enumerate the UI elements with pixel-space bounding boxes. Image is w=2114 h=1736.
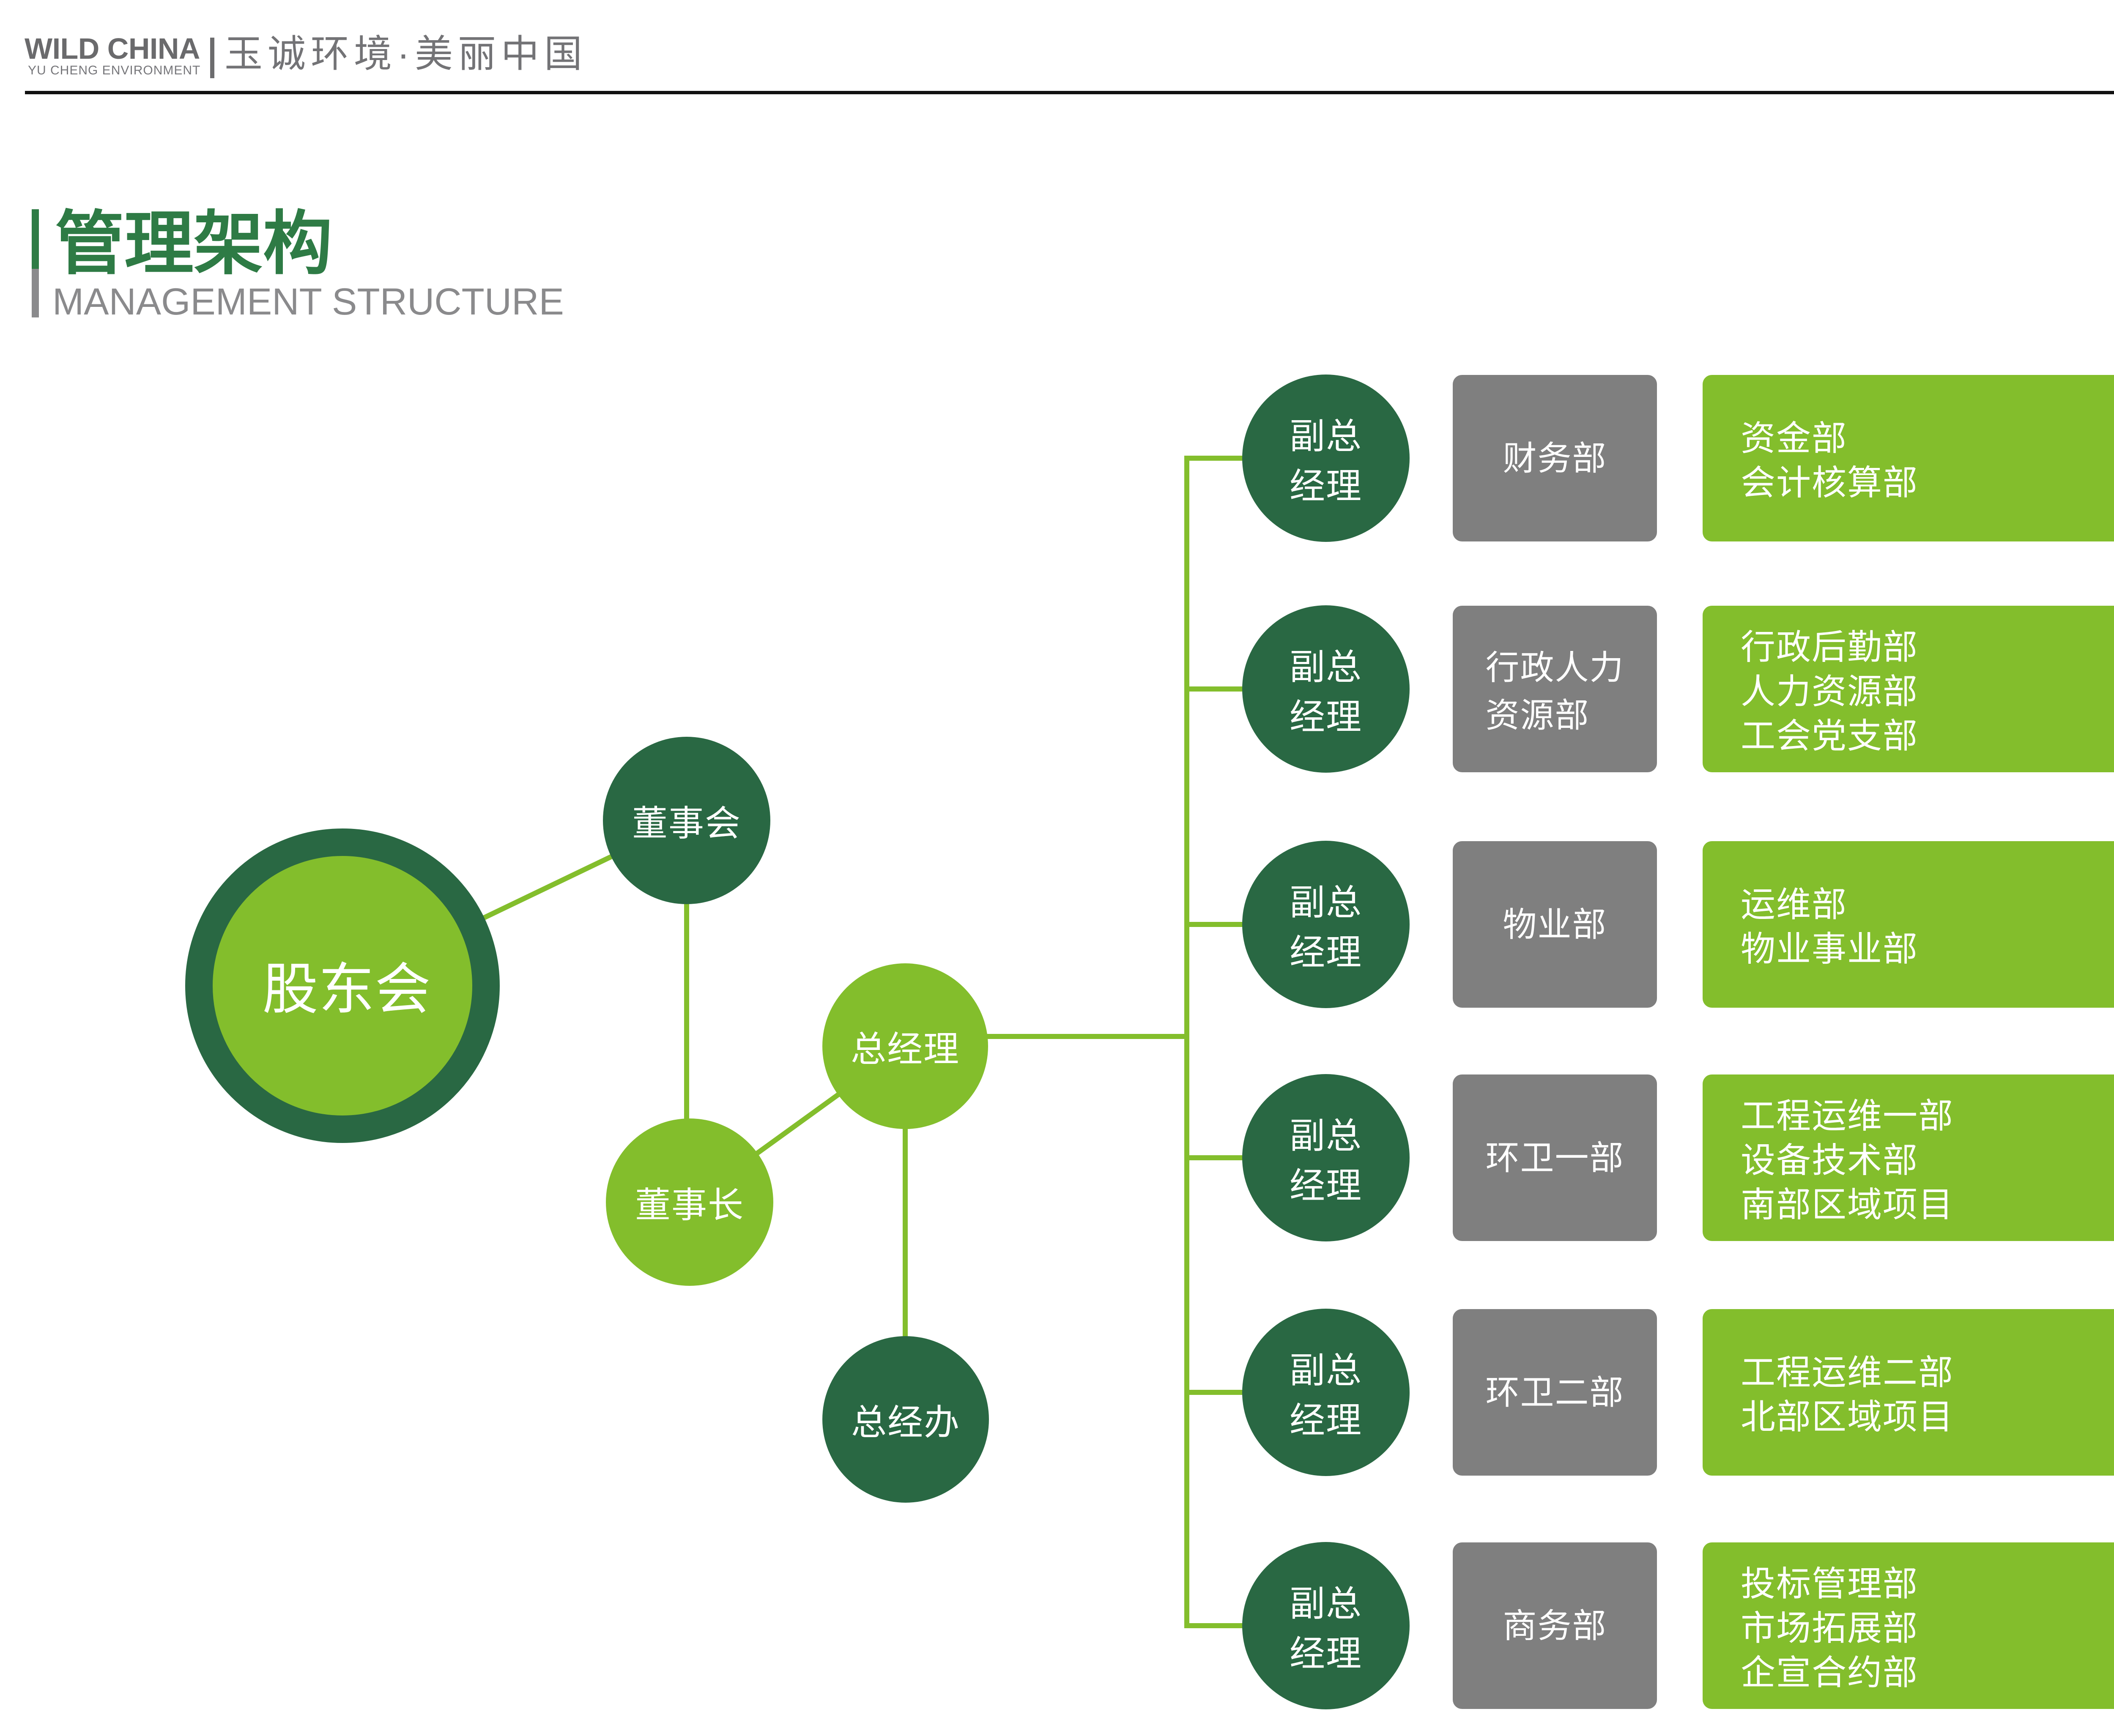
dept-box-finance: 财务部	[1453, 375, 1657, 541]
node-shareholders-label: 股东会	[262, 958, 431, 1020]
sub-dept: 资金部	[1741, 419, 1848, 458]
header-rule	[25, 91, 2114, 94]
dept-box-admin-hr: 行政人力资源部	[1453, 606, 1657, 772]
brand-divider	[210, 38, 214, 78]
node-chairman: 董事长	[606, 1118, 773, 1286]
node-gm-office-label: 总经办	[851, 1402, 960, 1442]
node-vice-gm-1-label: 副总经理	[1289, 416, 1362, 506]
node-vice-gm-5-label: 副总经理	[1289, 1351, 1362, 1440]
node-shareholders: 股东会	[185, 828, 500, 1143]
sub-box-admin-hr: 行政后勤部 人力资源部 工会党支部	[1703, 606, 2114, 772]
dept-box-sanitation-2: 环卫二部	[1453, 1309, 1657, 1476]
node-vice-gm-2: 副总经理	[1242, 605, 1410, 773]
node-vice-gm-5: 副总经理	[1242, 1309, 1410, 1476]
sub-dept: 投标管理部	[1741, 1564, 1919, 1603]
node-vice-gm-4-label: 副总经理	[1289, 1116, 1362, 1206]
node-vice-gm-4: 副总经理	[1242, 1074, 1410, 1241]
node-chairman-label: 董事长	[635, 1185, 744, 1225]
page-subtitle: MANAGEMENT STRUCTURE	[52, 280, 564, 323]
dept-box-sanitation-1-label: 环卫一部	[1485, 1139, 1624, 1177]
node-general-manager-label: 总经理	[850, 1029, 960, 1069]
dept-box-business-label: 商务部	[1503, 1607, 1607, 1645]
sub-dept: 设备技术部	[1741, 1141, 1919, 1180]
node-board: 董事会	[603, 737, 770, 904]
sub-dept: 工会党支部	[1741, 716, 1919, 755]
node-board-label: 董事会	[632, 804, 741, 843]
sub-dept: 运维部	[1741, 886, 1848, 924]
sub-dept: 企宣合约部	[1741, 1653, 1919, 1692]
sub-dept: 南部区域项目	[1741, 1185, 1954, 1224]
brand-logo: WILD CHINA	[25, 32, 200, 65]
title-accent-bar-gray	[32, 269, 39, 317]
sub-box-finance: 资金部 会计核算部	[1703, 375, 2114, 541]
node-vice-gm-6-label: 副总经理	[1289, 1584, 1362, 1673]
dept-box-sanitation-2-label: 环卫二部	[1485, 1373, 1624, 1411]
sub-dept: 人力资源部	[1741, 672, 1919, 711]
node-gm-office: 总经办	[822, 1336, 989, 1503]
brand-logo-subtitle: YU CHENG ENVIRONMENT	[28, 63, 201, 77]
page-title: 管理架构	[55, 205, 333, 282]
dept-box-property-label: 物业部	[1503, 905, 1607, 943]
sub-box-property: 运维部 物业事业部	[1703, 841, 2114, 1008]
node-vice-gm-3: 副总经理	[1242, 841, 1410, 1008]
sub-dept: 工程运维二部	[1741, 1353, 1954, 1392]
title-accent-bar-green	[32, 209, 39, 269]
dept-box-sanitation-1: 环卫一部	[1453, 1074, 1657, 1241]
sub-dept: 会计核算部	[1741, 464, 1919, 502]
sub-dept: 工程运维一部	[1741, 1096, 1954, 1135]
sub-box-sanitation-2: 工程运维二部 北部区域项目	[1703, 1309, 2114, 1476]
node-vice-gm-3-label: 副总经理	[1289, 883, 1362, 972]
sub-dept: 市场拓展部	[1741, 1609, 1919, 1648]
dept-box-property: 物业部	[1453, 841, 1657, 1008]
brand-slogan: 玉诚环境·美丽中国	[225, 33, 587, 75]
node-general-manager: 总经理	[822, 963, 988, 1129]
sub-box-sanitation-1: 工程运维一部 设备技术部 南部区域项目	[1703, 1074, 2114, 1241]
sub-dept: 行政后勤部	[1741, 628, 1919, 667]
node-vice-gm-2-label: 副总经理	[1289, 647, 1362, 737]
sub-dept: 物业事业部	[1741, 930, 1919, 968]
dept-box-admin-hr-label: 行政人力资源部	[1485, 649, 1624, 734]
dept-box-business: 商务部	[1453, 1542, 1657, 1709]
node-vice-gm-1: 副总经理	[1242, 375, 1410, 542]
node-vice-gm-6: 副总经理	[1242, 1542, 1410, 1709]
sub-box-business: 投标管理部 市场拓展部 企宣合约部	[1703, 1542, 2114, 1709]
dept-box-finance-label: 财务部	[1503, 439, 1607, 477]
sub-dept: 北部区域项目	[1741, 1398, 1954, 1436]
